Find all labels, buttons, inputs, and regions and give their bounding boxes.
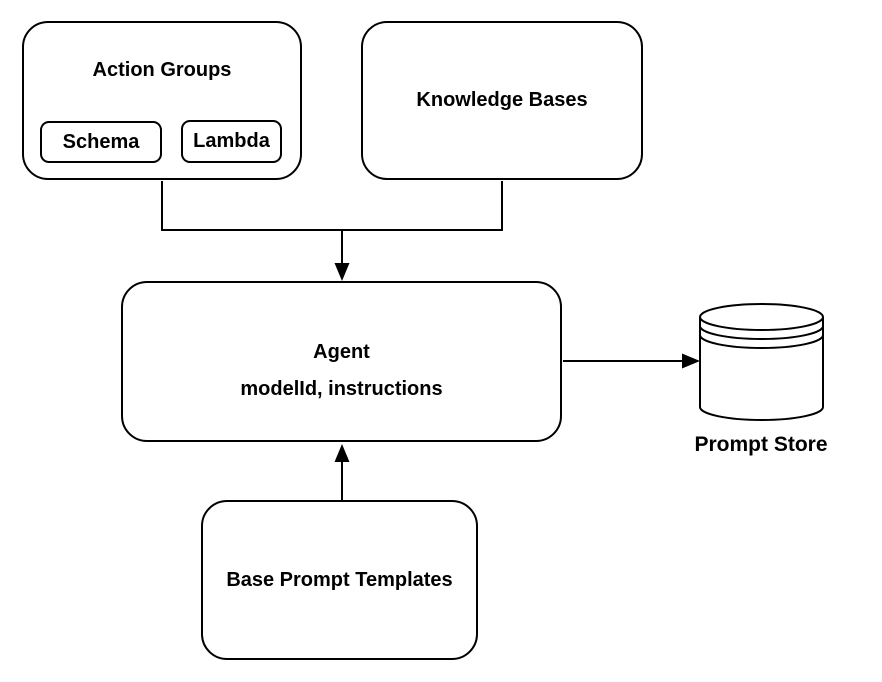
- agent-text: Agent modelId, instructions: [123, 283, 560, 440]
- node-lambda: Lambda: [181, 120, 282, 163]
- arrowhead-right-icon: [682, 353, 700, 369]
- node-action-groups: Action Groups Schema Lambda: [22, 21, 302, 180]
- node-schema: Schema: [40, 121, 162, 163]
- action-groups-label: Action Groups: [92, 59, 232, 81]
- base-prompt-templates-label: Base Prompt Templates: [226, 568, 453, 591]
- database-cylinder-icon: [699, 303, 824, 421]
- node-knowledge-bases: Knowledge Bases: [361, 21, 643, 180]
- agent-subtitle: modelId, instructions: [240, 378, 443, 400]
- knowledge-bases-label: Knowledge Bases: [416, 89, 588, 111]
- schema-label: Schema: [62, 130, 140, 153]
- node-agent: Agent modelId, instructions: [121, 281, 562, 442]
- arrowhead-down-icon: [334, 263, 350, 281]
- arrowhead-up-icon: [334, 444, 350, 462]
- agent-title: Agent: [313, 341, 370, 363]
- lambda-label: Lambda: [193, 130, 270, 152]
- prompt-store-label: Prompt Store: [694, 433, 828, 456]
- node-base-prompt-templates: Base Prompt Templates: [201, 500, 478, 660]
